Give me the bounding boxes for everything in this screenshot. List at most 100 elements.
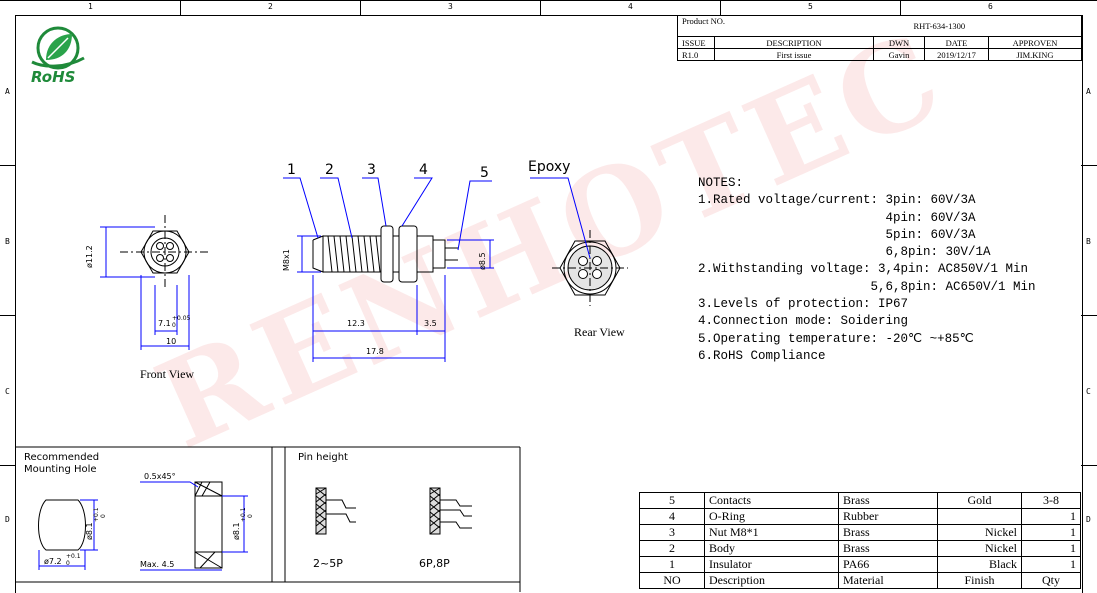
bom-cell: Brass [838, 492, 938, 509]
dim-front-71: 7.1 [158, 319, 171, 328]
bom-cell: 3 [639, 524, 705, 541]
dim-hole-72: ø7.2 [44, 557, 62, 566]
dim-side-178: 17.8 [366, 347, 384, 356]
leaf-icon [31, 26, 85, 70]
bom-cell: Nickel [937, 540, 1022, 557]
callout-1: 1 [287, 162, 296, 178]
bom-row: 5 Contacts Brass Gold 3-8 [639, 492, 1081, 509]
bom-header: NO [639, 572, 705, 589]
zone-col: 2 [268, 2, 273, 11]
drawing-border [15, 15, 1083, 593]
bom-cell: 1 [1021, 508, 1081, 525]
bom-cell: O-Ring [704, 508, 839, 525]
zone-col: 5 [808, 2, 813, 11]
dim-section-81-tol-low: 0 [247, 514, 254, 518]
notes-block: NOTES: 1.Rated voltage/current: 3pin: 60… [698, 175, 1036, 365]
title-cell: Gavin [873, 48, 925, 61]
notes-title: NOTES: [698, 176, 744, 190]
dim-side-85: ø8.5 [478, 252, 487, 270]
bom-cell: 3-8 [1021, 492, 1081, 509]
bom-row: 3 Nut M8*1 Brass Nickel 1 [639, 524, 1081, 541]
bom-row: 2 Body Brass Nickel 1 [639, 540, 1081, 557]
zone-row: D [5, 515, 10, 524]
bom-header: Qty [1021, 572, 1081, 589]
title-cell: JIM.KING [988, 48, 1082, 61]
zone-row: C [1086, 387, 1091, 396]
zone-col: 4 [628, 2, 633, 11]
bom-cell: 1 [1021, 540, 1081, 557]
chamfer-label: 0.5x45° [144, 472, 176, 481]
bom-cell: 4 [639, 508, 705, 525]
bom-cell: 1 [1021, 524, 1081, 541]
dim-front-dia: ø11.2 [85, 245, 94, 268]
bom-header: Material [838, 572, 938, 589]
dim-side-m8: M8x1 [282, 249, 291, 271]
zone-row: B [5, 237, 10, 246]
callout-4: 4 [419, 162, 428, 178]
note-line: 4.Connection mode: Soidering [698, 314, 909, 329]
bom-table: 5 Contacts Brass Gold 3-8 4 O-Ring Rubbe… [639, 492, 1081, 589]
title-cell: R1.0 [677, 48, 715, 61]
note-line: 4pin: 60V/3A [698, 210, 976, 225]
note-line: 2.Withstanding voltage: 3,4pin: AC850V/1… [698, 262, 1029, 277]
dim-side-123: 12.3 [347, 319, 365, 328]
bom-header: Description [704, 572, 839, 589]
callout-2: 2 [325, 162, 334, 178]
mounting-title: Recommended [24, 452, 100, 463]
note-line: 5pin: 60V/3A [698, 227, 976, 242]
bom-cell: Brass [838, 540, 938, 557]
bom-cell: Black [937, 556, 1022, 573]
dim-side-35: 3.5 [424, 319, 437, 328]
callout-5: 5 [480, 165, 489, 181]
pin-height-label-b: 6P,8P [419, 557, 450, 570]
dim-hole-72-tol: +0.1 [66, 553, 81, 560]
bom-cell: 2 [639, 540, 705, 557]
front-view-graphic [100, 215, 210, 350]
bom-cell: Nut M8*1 [704, 524, 839, 541]
bom-row: 4 O-Ring Rubber 1 [639, 508, 1081, 525]
bom-cell: Rubber [838, 508, 938, 525]
bom-cell: Body [704, 540, 839, 557]
mounting-title: Mounting Hole [24, 464, 97, 475]
dim-hole-81-tol-low: 0 [100, 514, 107, 518]
note-line: 3.Levels of protection: IP67 [698, 297, 909, 312]
bom-cell [937, 508, 1022, 525]
rohs-logo-text: RoHS [31, 68, 76, 86]
dim-front-71-tol-low: 0 [172, 322, 176, 329]
bom-cell: 1 [639, 556, 705, 573]
mounting-hole-graphic [38, 481, 248, 571]
pin-height-graphic [315, 487, 472, 535]
rear-view-caption: Rear View [574, 325, 625, 339]
zone-col: 3 [448, 2, 453, 11]
max-depth-label: Max. 4.5 [140, 560, 175, 569]
rear-view-graphic [530, 177, 628, 306]
bom-cell: Insulator [704, 556, 839, 573]
bom-cell: 5 [639, 492, 705, 509]
callout-3: 3 [367, 162, 376, 178]
zone-row: A [5, 87, 10, 96]
pin-height-title: Pin height [298, 452, 348, 463]
front-view-caption: Front View [140, 367, 195, 381]
epoxy-label: Epoxy [528, 159, 571, 175]
bom-header: Finish [937, 572, 1022, 589]
bom-cell: Gold [937, 492, 1022, 509]
zone-col: 6 [988, 2, 993, 11]
note-line: 6,8pin: 30V/1A [698, 245, 991, 260]
pin-height-label-a: 2~5P [313, 557, 343, 570]
dim-front-10: 10 [166, 337, 177, 346]
note-line: 1.Rated voltage/current: 3pin: 60V/3A [698, 193, 976, 208]
dim-section-81: ø8.1 [232, 522, 241, 540]
dim-hole-81: ø8.1 [85, 522, 94, 540]
note-line: 5.Operating temperature: -20℃ ~+85℃ [698, 331, 974, 346]
bom-cell: Brass [838, 524, 938, 541]
rohs-logo: RoHS [26, 22, 90, 86]
zone-row: D [1086, 515, 1091, 524]
title-block-table: Product NO. RHT-634-1300 ISSUE DESCRIPTI… [677, 15, 1082, 61]
title-cell: 2019/12/17 [924, 48, 989, 61]
zone-row: B [1086, 237, 1091, 246]
bom-cell: 1 [1021, 556, 1081, 573]
note-line: 5,6,8pin: AC650V/1 Min [698, 279, 1036, 294]
bom-row: 1 Insulator PA66 Black 1 [639, 556, 1081, 573]
zone-row: A [1086, 87, 1091, 96]
